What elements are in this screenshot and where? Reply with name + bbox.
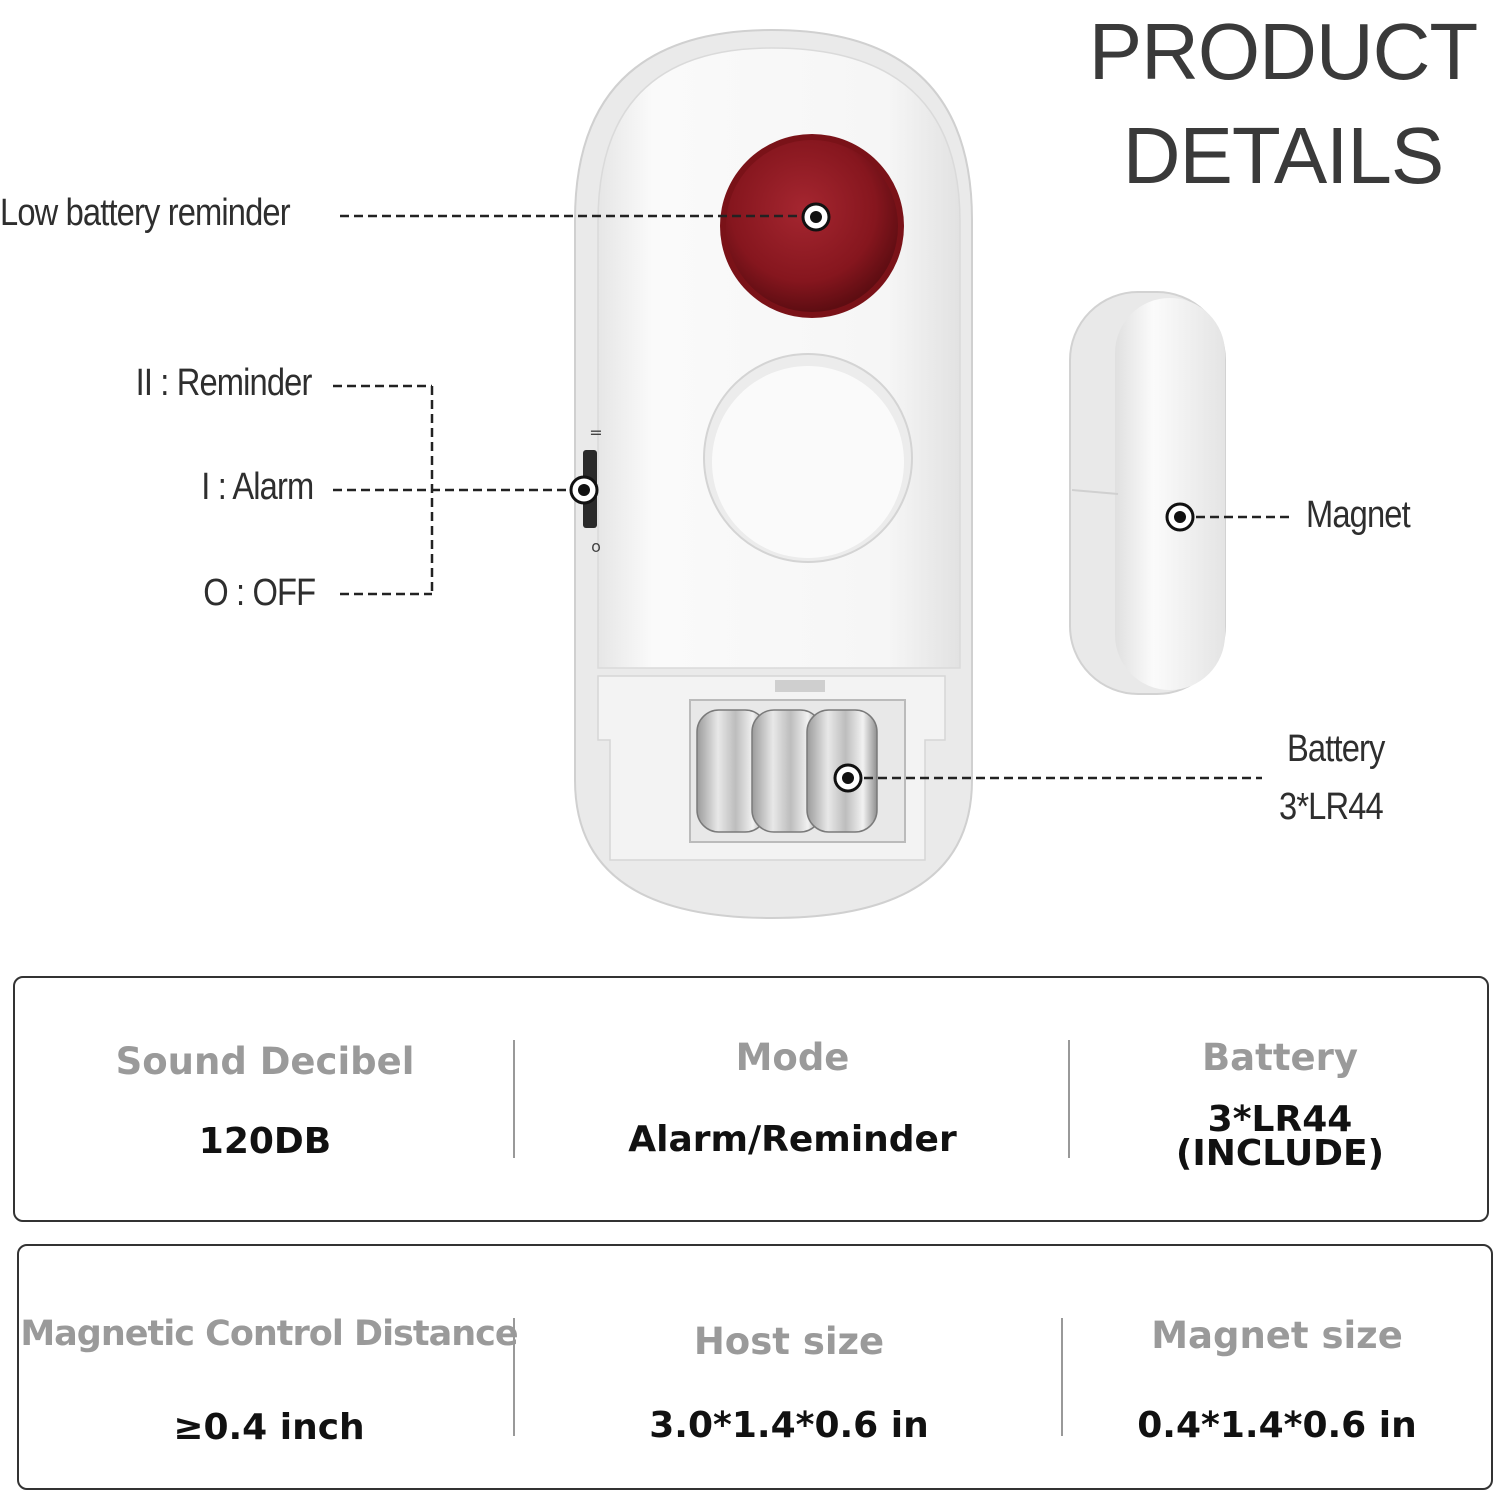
callout-lines	[333, 214, 1290, 780]
magnet-callout-dot	[1165, 502, 1195, 532]
spec-battery: Battery 3*LR44 (INCLUDE)	[1070, 978, 1490, 1220]
battery-callout-dot	[833, 763, 863, 793]
callout-switch-alarm: I : Alarm	[200, 466, 314, 508]
alarm-host-body: = o	[574, 28, 973, 920]
callout-battery-title: Battery	[1287, 728, 1385, 770]
spec-value: 120DB	[198, 1121, 332, 1162]
spec-mode: Mode Alarm/Reminder	[515, 978, 1070, 1220]
spec-value-secondary: (INCLUDE)	[1175, 1133, 1385, 1174]
callout-battery-type: 3*LR44	[1279, 786, 1384, 828]
title-line-1: PRODUCT	[1088, 7, 1479, 96]
spec-value: 3*LR44	[1207, 1099, 1353, 1140]
spec-divider	[513, 1040, 515, 1158]
spec-divider	[1061, 1318, 1063, 1436]
switch-callout-dot	[569, 475, 599, 505]
spec-label: Magnetic Control Distance	[20, 1314, 518, 1354]
spec-magnet-size: Magnet size 0.4*1.4*0.6 in	[1063, 1246, 1491, 1488]
spec-value: 3.0*1.4*0.6 in	[649, 1405, 929, 1446]
spec-label: Sound Decibel	[115, 1040, 415, 1083]
switch-mark-top: =	[589, 423, 602, 442]
spec-sound-decibel: Sound Decibel 120DB	[15, 978, 515, 1220]
title-line-2: DETAILS	[1122, 111, 1445, 200]
callout-switch-off: O : OFF	[203, 572, 316, 614]
spec-divider	[513, 1318, 515, 1436]
switch-mark-bottom: o	[591, 537, 601, 556]
led-callout-dot	[801, 202, 831, 232]
spec-value: Alarm/Reminder	[628, 1119, 957, 1160]
spec-value: ≥0.4 inch	[173, 1407, 365, 1448]
spec-label: Mode	[735, 1036, 850, 1079]
spec-label: Battery	[1201, 1036, 1358, 1079]
callout-low-battery: Low battery reminder	[0, 192, 291, 234]
spec-host-size: Host size 3.0*1.4*0.6 in	[515, 1246, 1063, 1488]
callout-magnet: Magnet	[1306, 494, 1411, 536]
callout-dots	[569, 202, 1195, 793]
spec-panel-1: Sound Decibel 120DB Mode Alarm/Reminder …	[13, 976, 1489, 1222]
spec-panel-2: Magnetic Control Distance ≥0.4 inch Host…	[17, 1244, 1493, 1490]
spec-value: 0.4*1.4*0.6 in	[1137, 1405, 1417, 1446]
callout-switch-reminder: II : Reminder	[136, 362, 313, 404]
product-illustration: = o	[333, 28, 1290, 920]
magnet-body	[1069, 291, 1226, 695]
spec-divider	[1068, 1040, 1070, 1158]
page-title: PRODUCT DETAILS	[1073, 0, 1493, 208]
spec-label: Host size	[693, 1320, 885, 1363]
spec-label: Magnet size	[1151, 1314, 1403, 1357]
spec-magnetic-distance: Magnetic Control Distance ≥0.4 inch	[19, 1246, 519, 1488]
